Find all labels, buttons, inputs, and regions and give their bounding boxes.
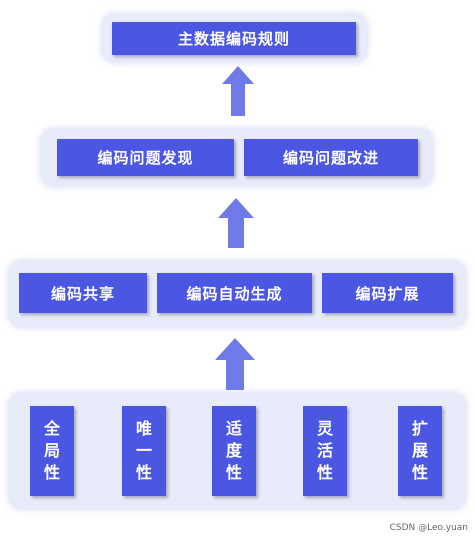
principle-extensibility-char-1: 扩 — [411, 419, 428, 438]
watermark: CSDN @Leo.yuan — [389, 523, 468, 533]
principle-moderation-char-1: 适 — [225, 419, 242, 438]
principle-moderation-box: 适 度 性 — [212, 406, 256, 496]
principle-global-box: 全 局 性 — [30, 406, 74, 496]
principle-uniqueness-char-3: 性 — [135, 463, 152, 482]
coding-extension-box: 编码扩展 — [322, 273, 453, 313]
principle-global-char-2: 局 — [43, 441, 60, 460]
principle-flexibility-char-2: 活 — [316, 441, 333, 460]
principle-uniqueness-char-2: 一 — [135, 441, 152, 460]
master-data-coding-rules-box: 主数据编码规则 — [112, 22, 356, 55]
principle-flexibility-box: 灵 活 性 — [303, 406, 347, 496]
principle-global-char-1: 全 — [43, 419, 60, 438]
auto-generation-box: 编码自动生成 — [157, 273, 312, 313]
coding-sharing-box: 编码共享 — [19, 273, 147, 313]
principle-moderation-char-2: 度 — [225, 441, 242, 460]
principle-extensibility-box: 扩 展 性 — [398, 406, 442, 496]
principle-uniqueness-box: 唯 一 性 — [122, 406, 166, 496]
principle-moderation-char-3: 性 — [225, 463, 242, 482]
principle-extensibility-char-3: 性 — [411, 463, 428, 482]
up-arrow-3 — [215, 338, 255, 390]
principle-uniqueness-char-1: 唯 — [135, 419, 152, 438]
up-arrow-1 — [222, 66, 254, 116]
problem-discovery-box: 编码问题发现 — [57, 139, 234, 176]
principle-extensibility-char-2: 展 — [411, 441, 428, 460]
up-arrow-2 — [218, 198, 254, 248]
problem-improvement-box: 编码问题改进 — [244, 139, 418, 176]
principle-global-char-3: 性 — [43, 463, 60, 482]
principle-flexibility-char-3: 性 — [316, 463, 333, 482]
principle-flexibility-char-1: 灵 — [316, 419, 333, 438]
